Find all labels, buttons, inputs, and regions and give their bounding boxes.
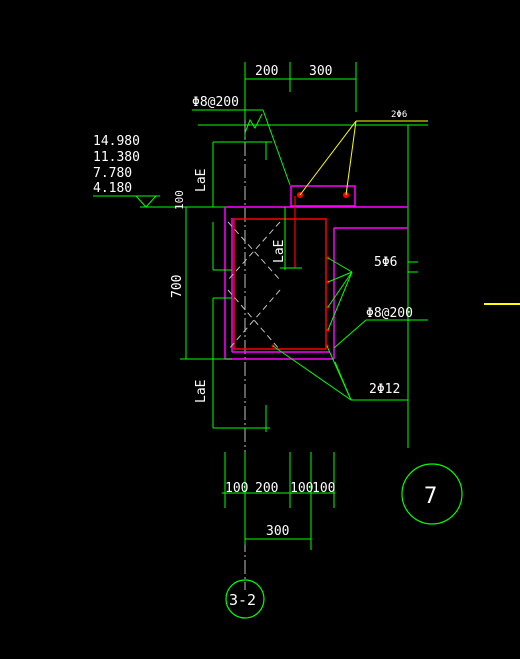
rebar-cage — [233, 218, 327, 350]
elevation-marker — [93, 195, 240, 208]
beam-outline — [224, 206, 408, 360]
column-cross-hatch — [227, 221, 281, 351]
dim-100-vertical: 100 — [173, 190, 186, 210]
bottom-dim-200: 200 — [255, 481, 278, 496]
elevation-1: 14.980 — [93, 134, 140, 149]
top-ledge-outline — [290, 185, 356, 207]
side-bars-label: 5Φ6 — [374, 255, 397, 270]
slab-outline — [198, 113, 428, 448]
elevation-2: 11.380 — [93, 150, 140, 165]
axis-number-7: 7 — [424, 484, 437, 509]
axis-circle-3-2 — [225, 579, 265, 619]
bottom-dim-100-c: 100 — [312, 481, 335, 496]
lae-label-top: LaE — [194, 169, 209, 192]
elevation-list: 14.980 11.380 7.780 4.180 — [93, 134, 140, 196]
elevation-3: 7.780 — [93, 166, 132, 181]
bottom-bars-leader — [272, 345, 408, 401]
bottom-dim-300: 300 — [266, 524, 289, 539]
stirrup-right-label: Φ8@200 — [366, 306, 413, 321]
stirrup-top-label: Φ8@200 — [192, 95, 239, 110]
axis-circle-7 — [401, 463, 463, 525]
side-rebar-dots — [271, 256, 330, 348]
bottom-dim-100-b: 100 — [290, 481, 313, 496]
bottom-dimension — [222, 452, 335, 550]
stirrup-right-leader — [333, 319, 428, 349]
bottom-dim-100-a: 100 — [225, 481, 248, 496]
top-dim-300: 300 — [309, 64, 332, 79]
top-bars-label: 2Φ6 — [391, 110, 407, 120]
side-bars-leader — [327, 257, 353, 331]
lae-label-inner: LaE — [272, 240, 287, 263]
elevation-4: 4.180 — [93, 181, 132, 196]
left-dim-700 — [180, 207, 270, 432]
top-dim-200: 200 — [255, 64, 278, 79]
bottom-bars-label: 2Φ12 — [369, 382, 400, 397]
top-bars-leader — [299, 120, 428, 196]
axis-label-3-2: 3-2 — [229, 591, 256, 609]
lae-label-bottom: LaE — [194, 380, 209, 403]
dim-700-vertical: 700 — [170, 275, 185, 298]
inner-anchor-dim — [280, 207, 302, 270]
stirrup-top-leader — [192, 109, 291, 186]
